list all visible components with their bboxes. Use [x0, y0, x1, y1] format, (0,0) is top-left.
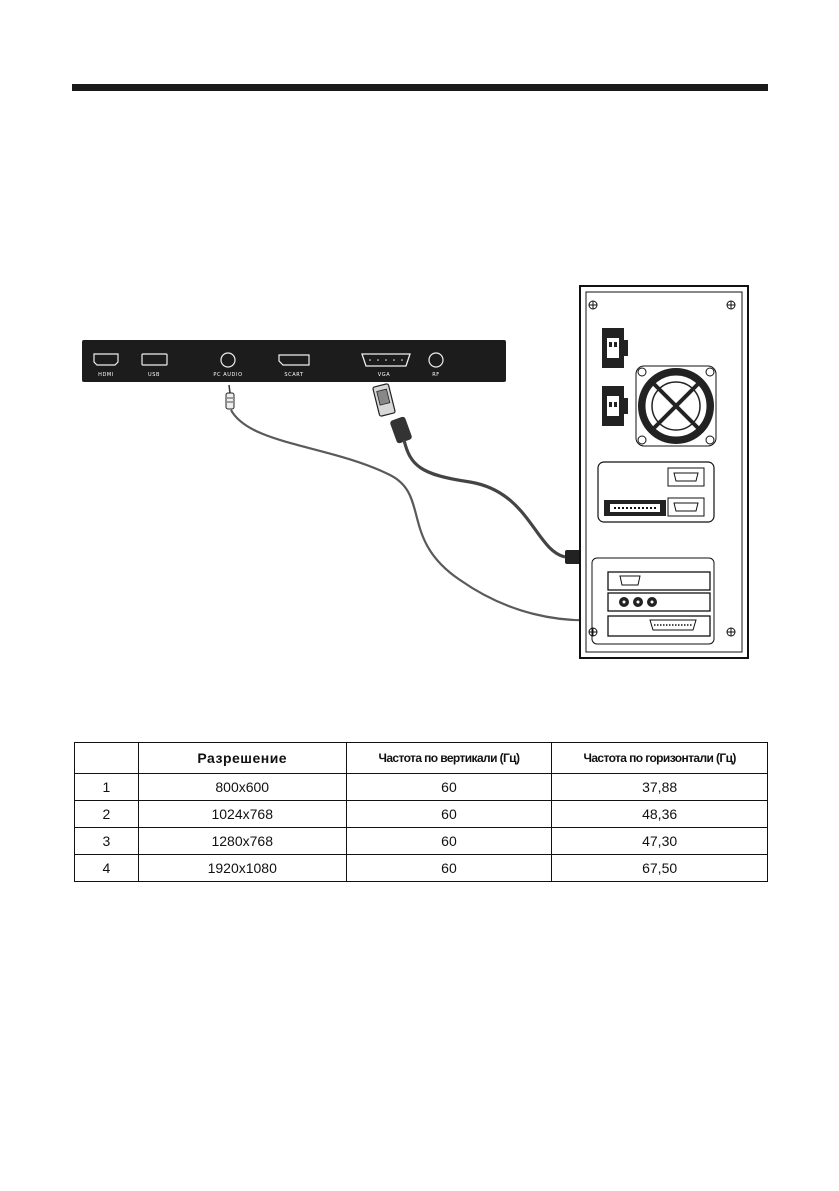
- cell-index: 3: [74, 827, 139, 855]
- header-resolution: Разрешение: [137, 742, 347, 774]
- port-label-rf: RF: [432, 372, 440, 378]
- vga-plug-icon: [372, 383, 412, 444]
- cell-index: 2: [74, 800, 139, 828]
- cell-resolution: 800x600: [137, 773, 347, 801]
- connection-diagram: HDMI USB PC AUDIO SCART VGA RF: [0, 270, 839, 670]
- audio-plug-icon: [225, 384, 235, 410]
- header-rule: [72, 84, 768, 91]
- rf-port-icon: [428, 352, 444, 368]
- pc-connection-illustration: HDMI USB PC AUDIO SCART VGA RF: [82, 285, 749, 659]
- expansion-slots: [591, 557, 715, 645]
- vga-port-icon: [361, 353, 411, 367]
- scart-port-icon: [278, 354, 310, 366]
- table-header-row: Разрешение Частота по вертикали (Гц) Час…: [74, 742, 768, 774]
- cell-index: 1: [74, 773, 139, 801]
- cell-horizontal-frequency: 47,30: [551, 827, 768, 855]
- table-row: 1 800x600 60 37,88: [74, 773, 768, 801]
- header-vertical-frequency: Частота по вертикали (Гц): [345, 742, 553, 774]
- usb-port-icon: [141, 353, 168, 366]
- pc-tower-back: [579, 285, 749, 659]
- port-label-hdmi: HDMI: [98, 372, 114, 378]
- cell-vertical-frequency: 60: [345, 773, 553, 801]
- cell-horizontal-frequency: 37,88: [551, 773, 768, 801]
- cell-index: 4: [74, 854, 139, 882]
- port-label-vga: VGA: [378, 372, 391, 378]
- port-label-usb: USB: [148, 372, 160, 378]
- cell-vertical-frequency: 60: [345, 827, 553, 855]
- cell-vertical-frequency: 60: [345, 854, 553, 882]
- header-horizontal-frequency: Частота по горизонтали (Гц): [551, 742, 768, 774]
- resolution-table: Разрешение Частота по вертикали (Гц) Час…: [74, 742, 768, 882]
- header-index: [74, 742, 139, 774]
- table-row: 3 1280x768 60 47,30: [74, 827, 768, 855]
- port-label-pc-audio: PC AUDIO: [213, 372, 242, 378]
- cell-horizontal-frequency: 67,50: [551, 854, 768, 882]
- port-label-scart: SCART: [284, 372, 304, 378]
- table-row: 4 1920x1080 60 67,50: [74, 854, 768, 882]
- io-panel: [597, 461, 715, 523]
- cell-resolution: 1024x768: [137, 800, 347, 828]
- fan-grille-icon: [635, 365, 717, 447]
- cell-resolution: 1920x1080: [137, 854, 347, 882]
- pc-audio-jack-icon: [220, 352, 236, 368]
- cell-vertical-frequency: 60: [345, 800, 553, 828]
- cell-horizontal-frequency: 48,36: [551, 800, 768, 828]
- tv-back-panel: [82, 340, 506, 382]
- table-row: 2 1024x768 60 48,36: [74, 800, 768, 828]
- power-socket-icon: [602, 328, 628, 426]
- cell-resolution: 1280x768: [137, 827, 347, 855]
- hdmi-port-icon: [93, 353, 119, 366]
- vga-cable: [402, 439, 566, 559]
- audio-cable: [230, 409, 598, 622]
